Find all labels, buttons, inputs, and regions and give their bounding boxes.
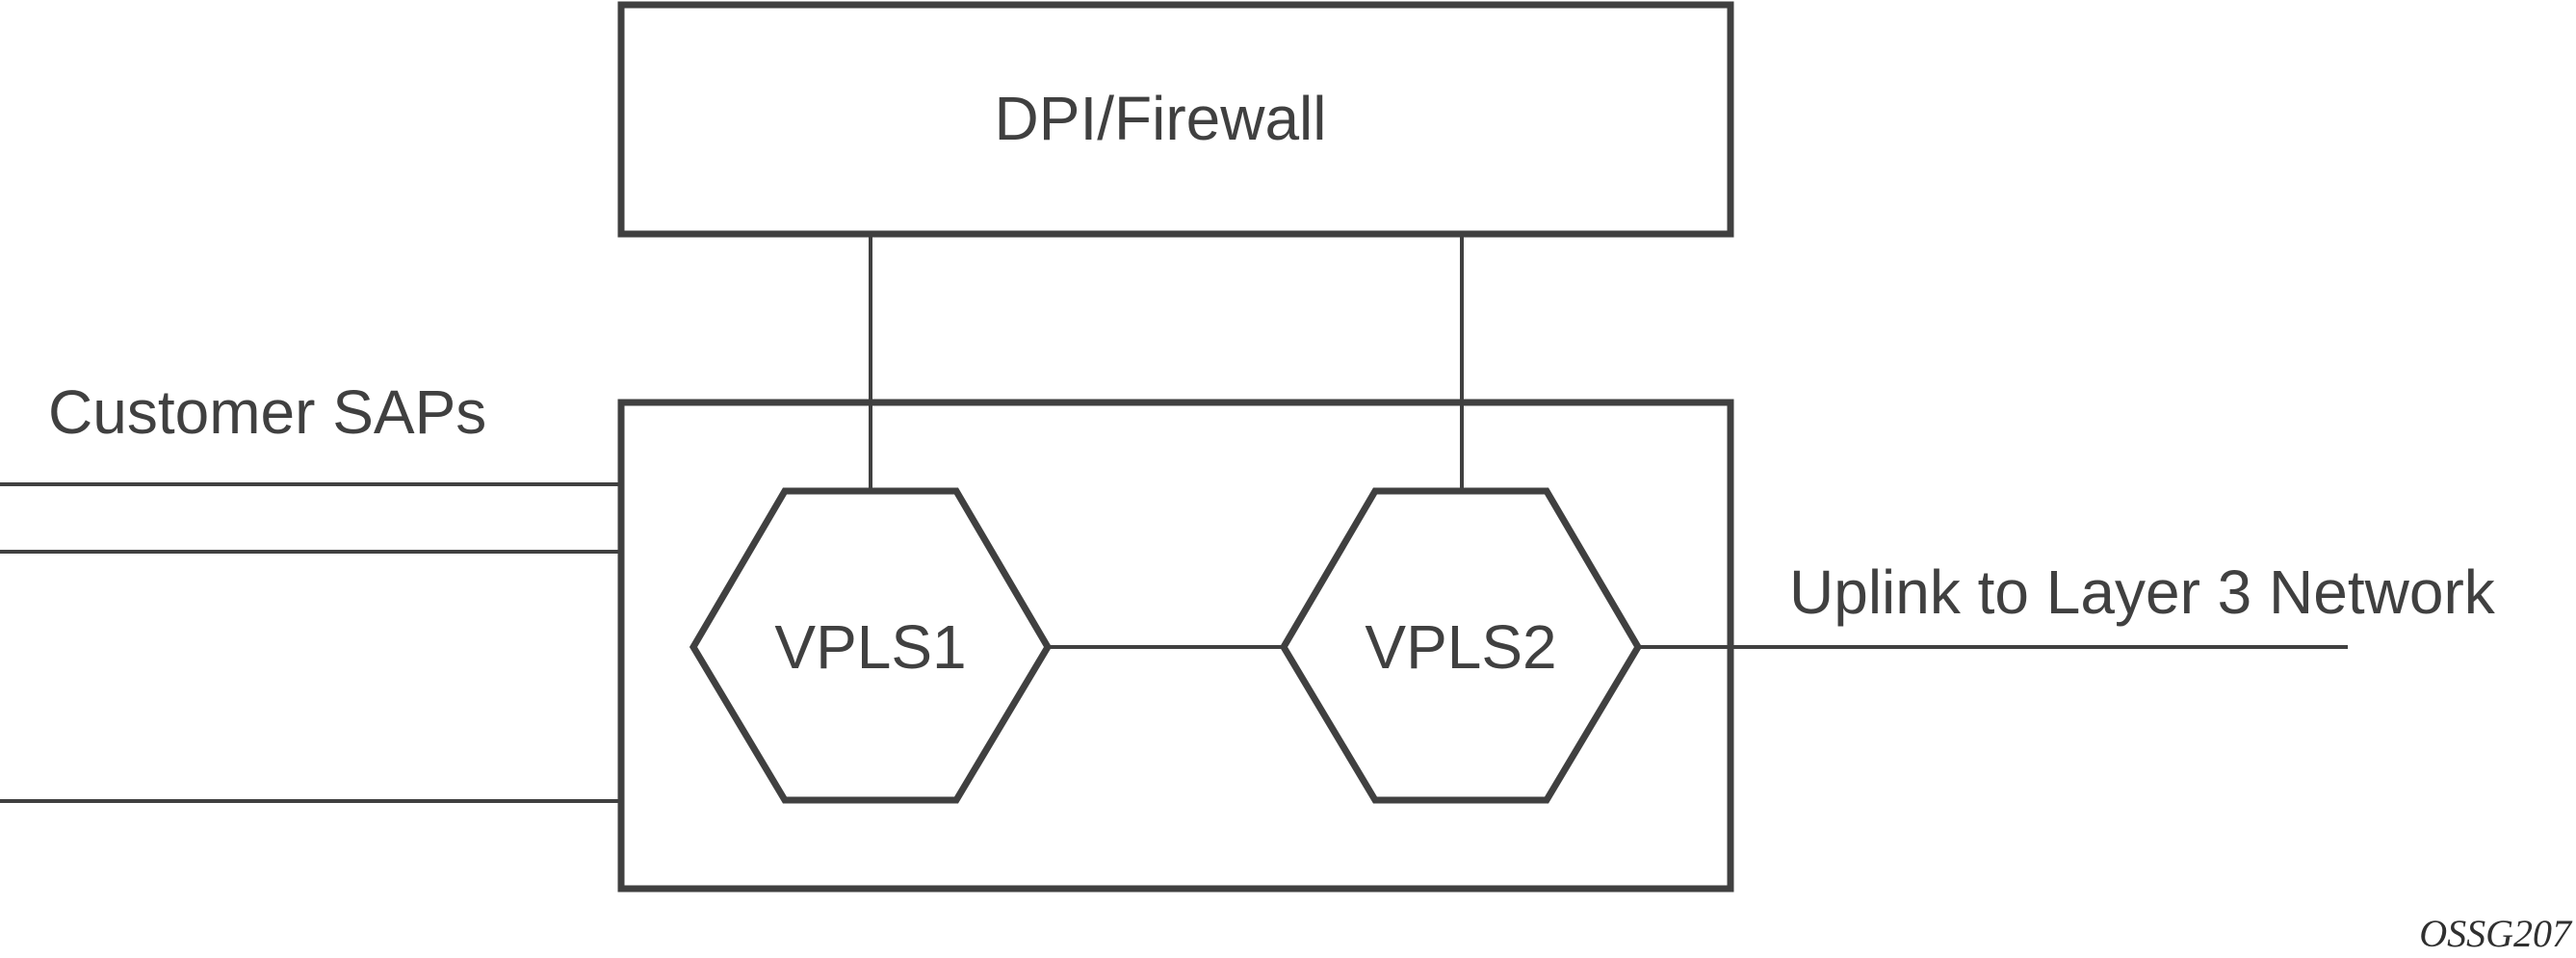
vpls2-hexagon — [1279, 487, 1643, 804]
customer-saps-label: Customer SAPs — [48, 377, 486, 447]
vpls1-label: VPLS1 — [774, 612, 966, 682]
firewall-box — [617, 1, 1734, 238]
firewall-label: DPI/Firewall — [995, 84, 1327, 153]
vpls2-label: VPLS2 — [1365, 612, 1556, 682]
figure-id: OSSG207 — [2419, 912, 2573, 955]
vpls1-hexagon — [689, 487, 1053, 804]
uplink-label: Uplink to Layer 3 Network — [1789, 557, 2496, 627]
